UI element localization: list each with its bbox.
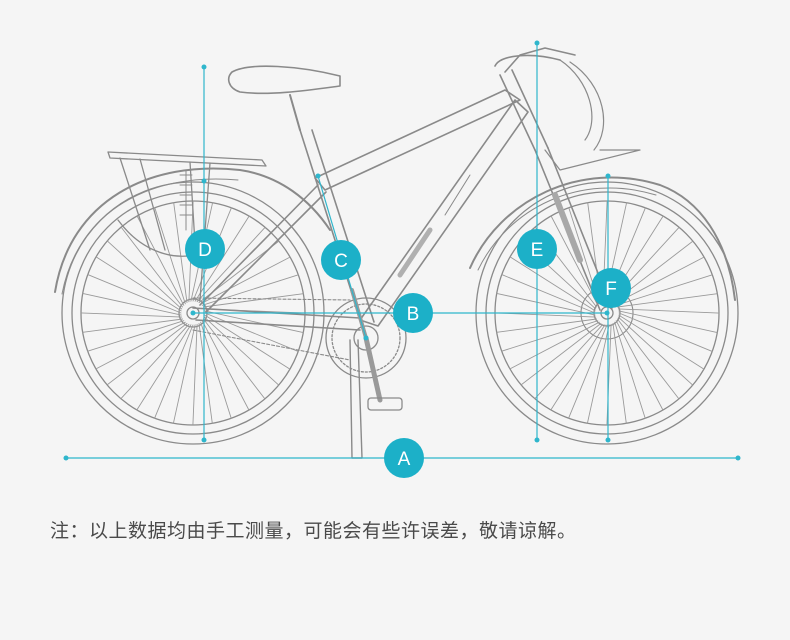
- spoke: [615, 320, 664, 411]
- spoke: [509, 321, 600, 370]
- spoke: [136, 324, 192, 411]
- svg-text:A: A: [398, 449, 411, 470]
- spoke: [204, 310, 304, 334]
- spoke: [586, 324, 610, 424]
- dimension-badges: A B C D E F: [185, 229, 631, 478]
- spoke: [616, 318, 680, 400]
- spoke: [106, 322, 188, 386]
- spoke: [82, 318, 184, 333]
- spoke: [520, 322, 602, 386]
- spoke: [616, 293, 718, 308]
- chain: [192, 297, 351, 361]
- spoke: [95, 256, 182, 312]
- spoke: [534, 323, 604, 400]
- spoke: [201, 320, 250, 411]
- badge-c: C: [321, 240, 361, 280]
- spoke: [106, 240, 183, 310]
- spoke: [95, 321, 186, 370]
- spoke: [202, 293, 304, 308]
- spoke: [80, 312, 183, 318]
- spoke: [204, 314, 291, 370]
- svg-text:E: E: [531, 240, 544, 261]
- spoke: [496, 292, 596, 316]
- spoke: [614, 321, 646, 419]
- spoke: [196, 226, 266, 303]
- spoke: [617, 316, 694, 386]
- spoke: [615, 274, 713, 306]
- spoke: [198, 322, 213, 424]
- svg-text:C: C: [334, 251, 348, 272]
- spoke: [496, 318, 598, 333]
- spoke: [87, 320, 185, 352]
- frame: [192, 69, 549, 331]
- spoke: [202, 318, 266, 400]
- spoke: [173, 202, 188, 304]
- svg-text:B: B: [407, 304, 420, 325]
- kickstand: [349, 339, 363, 459]
- spoke: [550, 324, 606, 411]
- spoke: [509, 256, 596, 312]
- spoke: [200, 256, 291, 305]
- svg-text:D: D: [198, 240, 212, 261]
- svg-text:F: F: [605, 279, 617, 300]
- spoke: [172, 324, 196, 424]
- rear-fender: [54, 167, 331, 293]
- badge-a: A: [384, 438, 424, 478]
- spoke: [200, 321, 232, 419]
- measurement-note: 注：以上数据均由手工测量，可能会有些许误差，敬请谅解。: [50, 520, 577, 542]
- spoke: [120, 226, 184, 308]
- badge-e: E: [517, 229, 557, 269]
- badge-f: F: [591, 268, 631, 308]
- spoke: [204, 312, 299, 352]
- spoke: [87, 274, 182, 314]
- front-fender: [469, 176, 736, 301]
- spoke: [501, 274, 596, 314]
- spoke: [154, 324, 194, 419]
- badge-d: D: [185, 229, 225, 269]
- spoke: [501, 320, 599, 352]
- saddle: [227, 65, 341, 95]
- spoke: [618, 312, 713, 352]
- spoke: [203, 316, 280, 386]
- spoke: [550, 215, 599, 306]
- spoke: [568, 324, 608, 419]
- spoke: [617, 308, 720, 314]
- spoke: [82, 292, 182, 316]
- handlebar: [494, 47, 605, 151]
- spoke: [192, 323, 198, 426]
- badge-b: B: [393, 293, 433, 333]
- spoke: [612, 322, 627, 424]
- bicycle-dimension-diagram: A B C D E F: [54, 40, 741, 478]
- spoke: [120, 323, 190, 400]
- spoke: [618, 314, 705, 370]
- spoke: [614, 256, 705, 305]
- bicycle-illustration: [54, 47, 739, 459]
- spoke: [618, 310, 718, 334]
- spoke: [136, 215, 185, 306]
